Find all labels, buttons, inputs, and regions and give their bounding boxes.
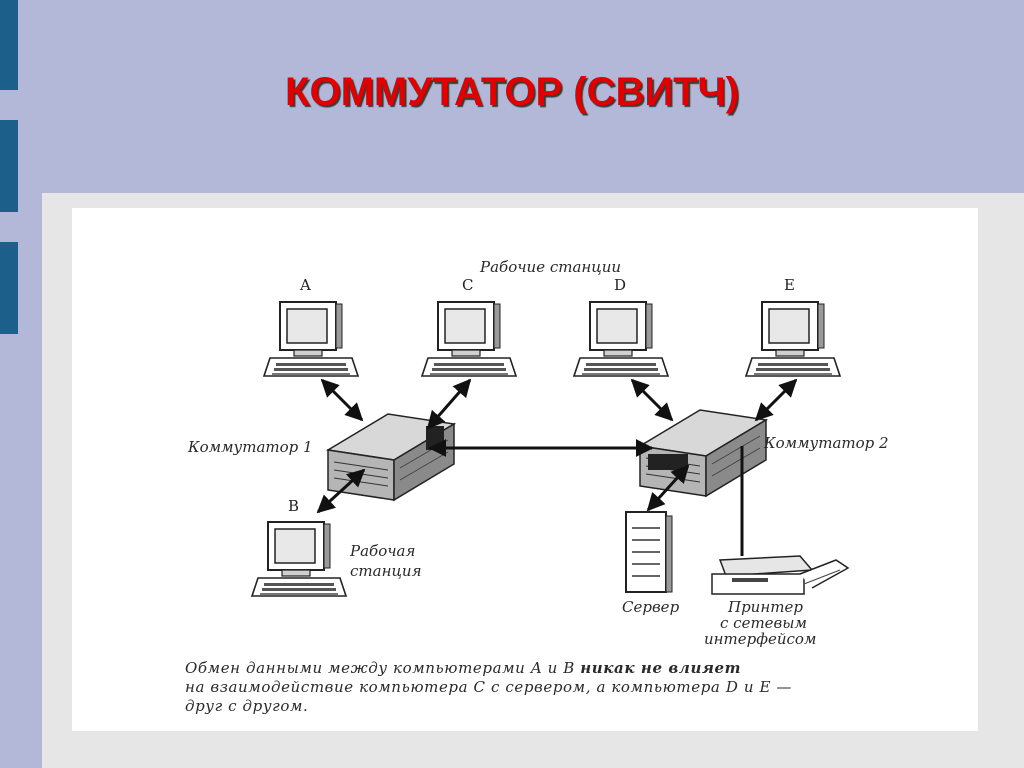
computer-d: D [574, 276, 668, 376]
server-label: Сервер [622, 598, 680, 616]
computer-e-label: E [784, 276, 795, 294]
workstation-label-1: Рабочая [349, 542, 415, 560]
server [626, 512, 672, 592]
computer-a: A [264, 276, 358, 376]
figure-caption: Обмен данными между компьютерами A и B н… [185, 659, 825, 716]
workstations-label: Рабочие станции [479, 258, 621, 276]
switch-2-port [648, 454, 688, 470]
computer-c-label: C [462, 276, 473, 294]
computer-a-label: A [299, 276, 311, 294]
link-e-switch2 [756, 380, 796, 420]
computer-b: B [252, 497, 346, 596]
computer-e: E [746, 276, 840, 376]
switch-2-label: Коммутатор 2 [763, 434, 889, 452]
switch-1-port [426, 426, 444, 450]
computer-b-label: B [288, 497, 299, 515]
computer-d-label: D [614, 276, 626, 294]
printer [712, 556, 848, 594]
caption-bold: никак не влияет [580, 659, 741, 677]
caption-text-1: Обмен данными между компьютерами A и B [185, 659, 580, 677]
printer-label-3: интерфейсом [704, 630, 816, 648]
switch-2 [640, 410, 766, 496]
link-a-switch1 [322, 380, 362, 420]
switch-1-label: Коммутатор 1 [187, 438, 313, 456]
link-c-switch1 [428, 380, 470, 428]
caption-text-2: на взаимодействие компьютера C с серверо… [185, 678, 792, 696]
caption-text-3: друг с другом. [185, 697, 308, 715]
computer-c: C [422, 276, 516, 376]
link-d-switch2 [632, 380, 672, 420]
workstation-label-2: станция [350, 562, 422, 580]
